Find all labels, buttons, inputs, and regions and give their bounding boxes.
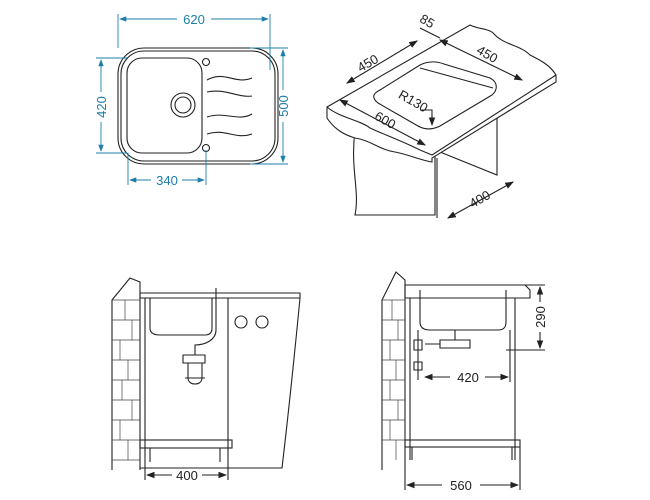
- dim-420: 420: [94, 96, 109, 118]
- dim-85: 85: [417, 11, 437, 31]
- dim-420-side: 420: [457, 370, 479, 385]
- dim-290: 290: [533, 306, 548, 328]
- tap-hole: [201, 57, 211, 67]
- front-view: 400: [111, 277, 301, 483]
- dim-400-front: 400: [176, 468, 198, 483]
- dim-400-iso: 400: [467, 187, 493, 211]
- dim-560: 560: [450, 478, 472, 493]
- drain-icon: [170, 92, 196, 118]
- dim-500: 500: [276, 95, 291, 117]
- side-view: 290 420 560: [381, 271, 548, 493]
- top-view: 620 420 500 340: [94, 12, 291, 188]
- iso-view: 450 450 85 600 R130 400: [326, 11, 557, 219]
- dim-620: 620: [183, 12, 205, 27]
- dim-340: 340: [156, 173, 178, 188]
- dim-450-left: 450: [355, 51, 381, 75]
